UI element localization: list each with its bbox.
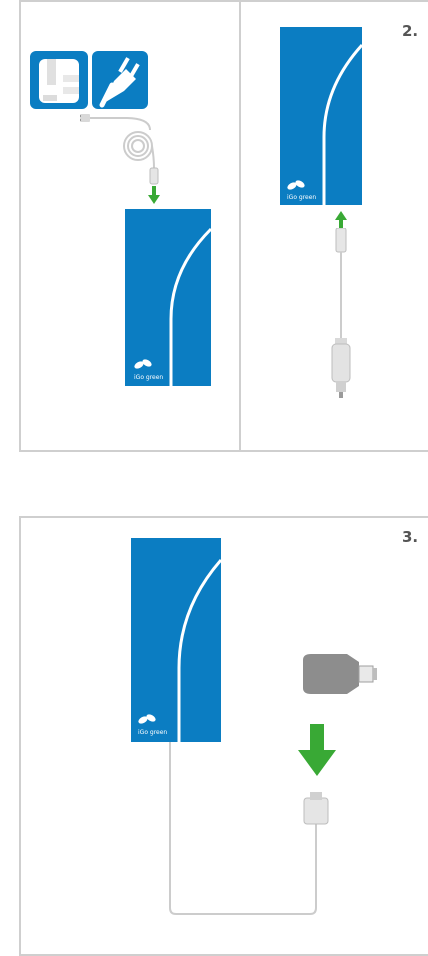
- device-brand-left: iGo green: [134, 374, 163, 381]
- eu-plug-icon: [92, 51, 148, 109]
- device-brand-right: iGo green: [287, 194, 316, 201]
- step-number-2: 2.: [402, 22, 418, 40]
- step-number-3: 3.: [402, 528, 418, 546]
- up-arrow-icon: [335, 211, 347, 229]
- device-right: iGo green: [280, 27, 362, 205]
- column-divider: [239, 0, 241, 452]
- connector-cable: [160, 742, 340, 920]
- uk-plug-icon: [30, 51, 88, 109]
- car-charger-cable: [325, 228, 357, 398]
- device-brand-bottom: iGo green: [138, 729, 167, 736]
- adapter-tip: [303, 654, 383, 694]
- power-cable: [80, 110, 180, 215]
- down-arrow-icon: [148, 186, 160, 204]
- device-left: iGo green: [125, 209, 211, 386]
- device-bottom: iGo green: [131, 538, 221, 742]
